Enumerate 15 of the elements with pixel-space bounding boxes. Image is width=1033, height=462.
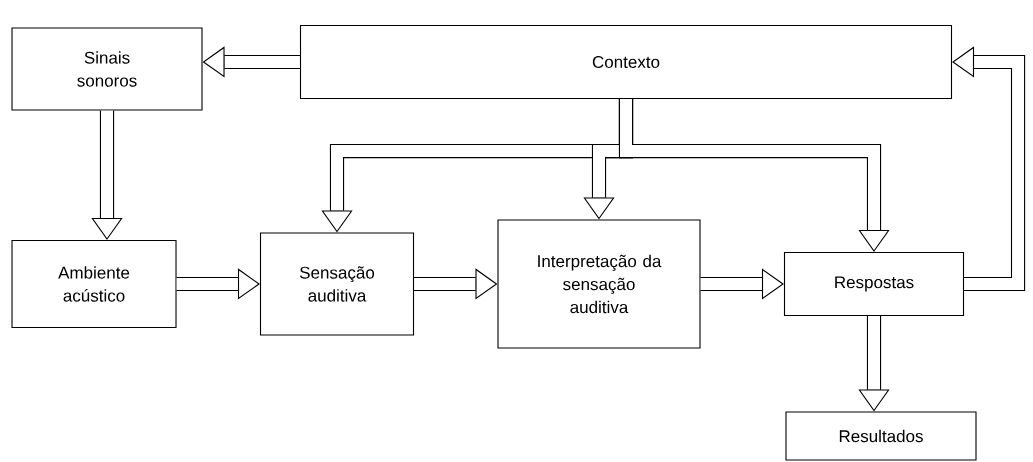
block-arrow [414,268,498,300]
process-box: Sensação auditiva [259,232,415,336]
block-arrow [91,110,123,240]
process-box: Resultados [785,411,977,461]
block-arrow [858,316,890,412]
process-box: Ambiente acústico [11,239,177,329]
block-arrow [202,46,300,78]
process-box: Sinais sonoros [11,27,203,111]
block-arrow [952,46,1026,292]
block-arrow [618,99,890,252]
block-arrow [700,268,784,300]
process-box: Interpretação da sensação auditiva [497,219,701,349]
process-box: Respostas [783,251,965,317]
process-box: Contexto [299,24,953,100]
block-arrow [176,268,260,300]
